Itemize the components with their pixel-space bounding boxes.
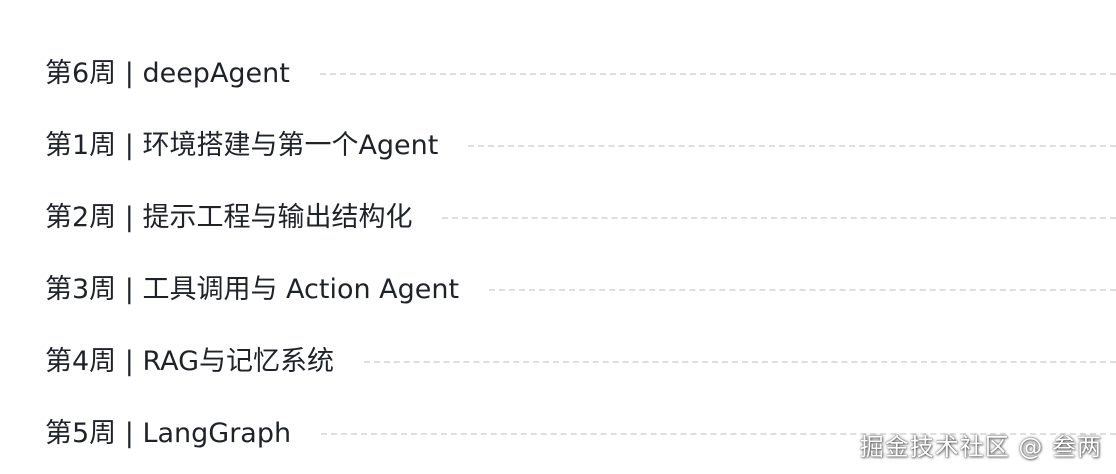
dotted-leader (321, 433, 1116, 435)
toc-item-week-6[interactable]: 第6周 | deepAgent (45, 37, 1116, 109)
toc-item-label: 第4周 | RAG与记忆系统 (45, 345, 335, 377)
dotted-leader (364, 361, 1116, 363)
toc-item-week-5[interactable]: 第5周 | LangGraph (45, 397, 1116, 469)
toc-item-label: 第6周 | deepAgent (45, 57, 290, 89)
toc-item-week-2[interactable]: 第2周 | 提示工程与输出结构化 (45, 181, 1116, 253)
dotted-leader (468, 145, 1116, 147)
toc-item-week-4[interactable]: 第4周 | RAG与记忆系统 (45, 325, 1116, 397)
watermark: 掘金技术社区 @ 叁两 (859, 433, 1102, 461)
toc-item-label: 第1周 | 环境搭建与第一个Agent (45, 129, 439, 161)
table-of-contents: 第6周 | deepAgent 第1周 | 环境搭建与第一个Agent 第2周 … (45, 37, 1116, 469)
dotted-leader (442, 217, 1116, 219)
dotted-leader (489, 289, 1116, 291)
toc-item-week-3[interactable]: 第3周 | 工具调用与 Action Agent (45, 253, 1116, 325)
toc-item-label: 第2周 | 提示工程与输出结构化 (45, 201, 413, 233)
dotted-leader (319, 73, 1116, 75)
toc-item-label: 第3周 | 工具调用与 Action Agent (45, 273, 460, 305)
toc-item-label: 第5周 | LangGraph (45, 417, 292, 449)
toc-item-week-1[interactable]: 第1周 | 环境搭建与第一个Agent (45, 109, 1116, 181)
